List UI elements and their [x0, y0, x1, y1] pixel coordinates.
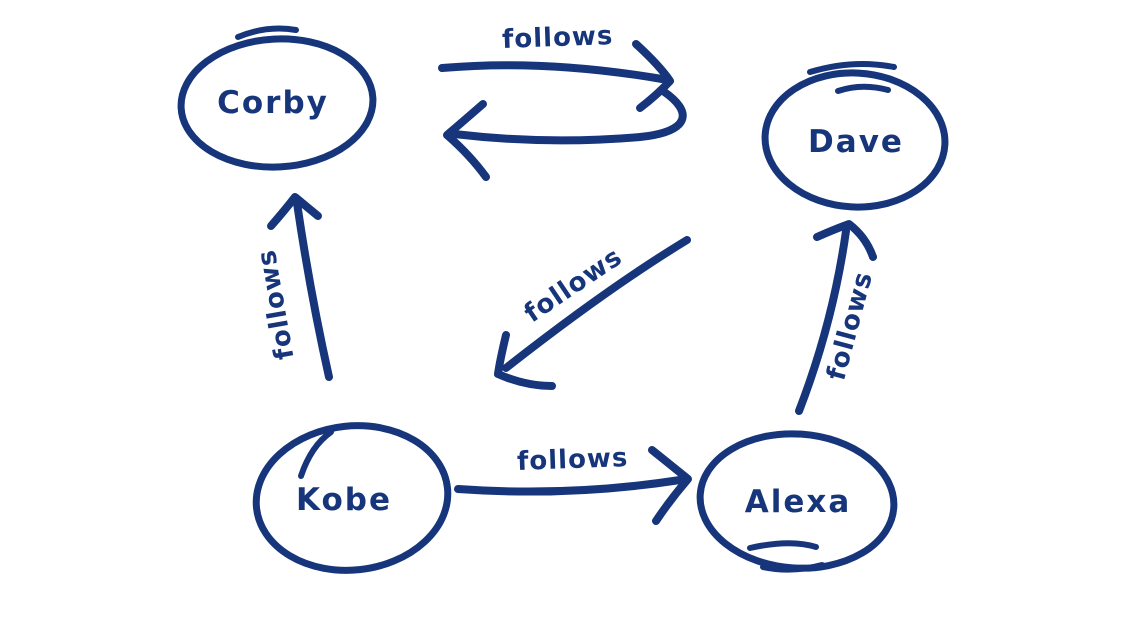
- edge-corby-dave-arrowhead: [632, 40, 674, 112]
- node-label-dave: Dave: [808, 124, 904, 160]
- node-dave: Dave: [761, 60, 949, 211]
- node-corby-ellipse: [177, 35, 377, 171]
- edge-kobe-alexa: follows: [454, 443, 692, 525]
- node-kobe: Kobe: [252, 422, 452, 574]
- node-dave-sketch-arc-inner: [835, 83, 891, 94]
- edge-dave-kobe-line: [502, 236, 691, 372]
- edge-kobe-corby-arrowhead: [267, 193, 322, 230]
- edge-corby-dave-line: [438, 61, 666, 83]
- edge-dave-kobe: follows: [494, 236, 691, 390]
- node-corby-sketch-arc: [235, 25, 299, 40]
- node-label-kobe: Kobe: [296, 482, 392, 518]
- node-alexa-sketch-arc-outer: [747, 540, 819, 551]
- node-alexa: Alexa: [696, 430, 898, 573]
- edge-label-kobe-corby: follows: [252, 247, 301, 362]
- node-corby: Corby: [177, 25, 377, 171]
- node-label-alexa: Alexa: [745, 484, 852, 520]
- node-dave-sketch-arc-outer: [807, 60, 897, 75]
- edge-label-corby-dave: follows: [502, 21, 614, 55]
- node-kobe-sketch-arc: [298, 429, 334, 479]
- edge-kobe-alexa-line: [454, 476, 684, 496]
- edge-dave-kobe-arrowhead: [494, 331, 556, 390]
- edge-corby-dave: follows: [438, 21, 674, 112]
- node-alexa-sketch-arc-inner: [760, 562, 825, 573]
- edge-label-kobe-alexa: follows: [517, 443, 629, 477]
- edge-alexa-dave-line: [795, 227, 850, 415]
- edge-dave-corby-line: [450, 87, 687, 145]
- edge-kobe-corby: follows: [252, 193, 333, 381]
- edge-dave-corby-arrowhead: [443, 100, 490, 181]
- node-label-corby: Corby: [217, 85, 329, 121]
- edge-alexa-dave: follows: [795, 220, 879, 415]
- edge-alexa-dave-arrowhead: [813, 220, 877, 261]
- edge-kobe-alexa-arrowhead: [648, 446, 692, 525]
- edge-kobe-corby-line: [293, 199, 333, 381]
- node-dave-ellipse: [761, 69, 949, 211]
- edge-dave-corby: [443, 87, 687, 181]
- node-kobe-ellipse: [252, 422, 452, 574]
